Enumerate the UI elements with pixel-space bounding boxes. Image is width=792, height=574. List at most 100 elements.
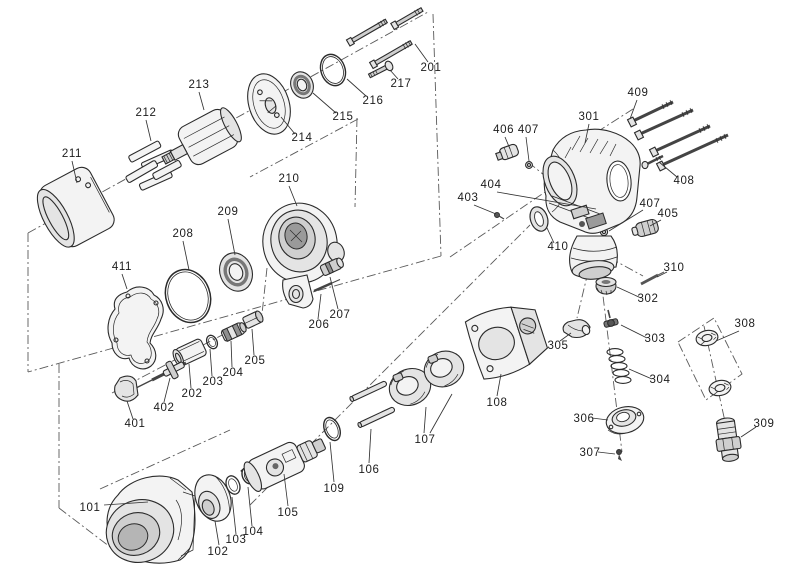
thread: [375, 69, 378, 75]
gasket-hole: [144, 358, 150, 364]
cage-ball: [272, 463, 279, 470]
o-ring-inner: [325, 419, 339, 439]
part-402-valve-stem: [127, 360, 187, 393]
spool-end: [239, 322, 247, 333]
part-label-304: 304: [650, 374, 671, 386]
axis-into-housing: [449, 191, 546, 258]
elbow-detail: [567, 324, 583, 332]
trigger-boss: [570, 204, 590, 220]
cage-face: [243, 461, 263, 492]
o-ring-inner: [167, 271, 209, 321]
case-bore: [117, 523, 149, 551]
part-label-210: 210: [279, 173, 300, 185]
hammer: [388, 367, 432, 407]
bolt-head: [648, 146, 660, 158]
thread-hatch: [521, 323, 535, 334]
cylinder-bore: [42, 196, 70, 241]
vane: [128, 140, 162, 163]
part-labels: 101 102 103 104 105 106 107 108 109 201 …: [62, 62, 775, 558]
boundary-bottom-edge: [27, 255, 442, 373]
part-label-217: 217: [391, 78, 412, 90]
part-107-hammers: [388, 350, 465, 407]
washer: [708, 379, 732, 397]
part-label-411: 411: [112, 261, 132, 273]
spline-line: [163, 155, 168, 164]
trigger-body: [114, 375, 139, 402]
trigger-detail: [119, 380, 135, 398]
bracket-200-vertical: [354, 117, 358, 208]
pin-end: [349, 396, 355, 403]
part-label-211: 211: [62, 148, 82, 160]
part-label-401: 401: [125, 418, 146, 430]
spline-line: [166, 154, 171, 162]
vane-slot: [183, 116, 225, 139]
part-216-o-ring: [319, 53, 347, 87]
edge-line: [90, 176, 110, 213]
o-ring-outer: [225, 475, 241, 495]
part-label-402: 402: [154, 402, 175, 414]
bracket-100-corner: [58, 507, 119, 554]
plate-hole: [273, 112, 280, 118]
part-label-204: 204: [223, 367, 244, 379]
washer-bore: [526, 162, 532, 168]
bracket-hole: [288, 284, 304, 304]
part-label-303: 303: [645, 333, 666, 345]
part-106-pins: [349, 380, 396, 429]
part-label-201: 201: [421, 62, 442, 74]
part-102-bushing: [194, 474, 232, 522]
part-label-103: 103: [226, 534, 247, 546]
part-205-bushing: [242, 310, 264, 329]
part-406-button: [495, 143, 519, 161]
washer-outer: [708, 379, 732, 397]
bolt: [655, 133, 729, 172]
o-ring-outer: [323, 416, 341, 442]
washer-outer: [695, 329, 719, 347]
part-label-101: 101: [80, 502, 101, 514]
pin-end: [357, 422, 363, 429]
part-310-pin: [640, 271, 665, 286]
part-label-107: 107: [415, 434, 436, 446]
cylinder-face: [36, 188, 75, 248]
part-label-405: 405: [658, 208, 679, 220]
part-label-310: 310: [664, 262, 685, 274]
bolt: [648, 123, 711, 158]
part-101-hammer-case: [105, 475, 196, 564]
part-204-valve-spool: [220, 322, 247, 342]
valve-block: [585, 212, 607, 230]
case-detail: [169, 477, 191, 561]
spline-hatch: [289, 229, 303, 243]
part-label-108: 108: [487, 397, 508, 409]
spline-line: [168, 153, 174, 161]
part-label-309: 309: [754, 418, 775, 430]
bolt-shaft: [654, 124, 711, 153]
part-203-o-ring-small: [205, 334, 219, 350]
bolt-shaft: [661, 133, 729, 167]
part-211-motor-cylinder: [36, 166, 115, 248]
part-label-301: 301: [579, 111, 600, 123]
part-306-inlet-flange: [605, 406, 645, 435]
leader-lines: [71, 43, 757, 546]
vane-slot: [188, 125, 230, 148]
cage-window: [281, 449, 297, 463]
pin-body: [350, 380, 388, 402]
thread: [372, 71, 376, 77]
bolt: [345, 18, 389, 47]
part-label-109: 109: [324, 483, 345, 495]
axis-308-309-chain: [703, 325, 734, 459]
part-213-rotor: [161, 107, 242, 166]
washer: [695, 329, 719, 347]
bearing-race: [223, 257, 249, 287]
thread: [369, 72, 373, 78]
threads: [661, 99, 673, 110]
part-201-bolts: [345, 7, 424, 70]
spool-band: [221, 327, 233, 342]
part-label-306: 306: [574, 413, 595, 425]
part-108-hammer-frame: [464, 306, 549, 380]
screw-head: [384, 60, 394, 72]
gasket-inner: [113, 292, 160, 364]
screw-head: [641, 160, 649, 170]
washer-hatch: [710, 382, 730, 395]
part-302-muffler: [595, 276, 617, 296]
